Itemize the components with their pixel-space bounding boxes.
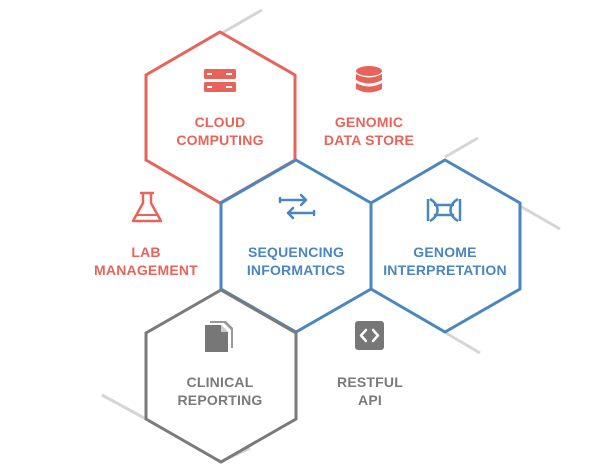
label-line: MANAGEMENT bbox=[94, 262, 198, 278]
decor-line bbox=[101, 393, 147, 421]
decor-line bbox=[221, 8, 263, 35]
label-lab-management: LAB MANAGEMENT bbox=[61, 243, 231, 279]
label-line: INFORMATICS bbox=[246, 262, 346, 278]
label-restful-api: RESTFUL API bbox=[285, 373, 455, 409]
label-line: GENOME bbox=[413, 244, 477, 260]
label-line: LAB bbox=[131, 244, 161, 260]
decor-line bbox=[444, 136, 479, 159]
database-icon bbox=[356, 66, 382, 93]
decor-line bbox=[519, 204, 561, 231]
hexagon-clinical-reporting bbox=[144, 288, 298, 464]
label-genome-interpretation: GENOME INTERPRETATION bbox=[360, 243, 530, 279]
dna-icon bbox=[426, 197, 462, 223]
code-icon bbox=[355, 321, 384, 350]
label-clinical-reporting: CLINICAL REPORTING bbox=[135, 373, 305, 409]
flask-icon bbox=[131, 191, 163, 223]
hexagon-genome-interpretation bbox=[369, 158, 522, 334]
label-line: INTERPRETATION bbox=[383, 262, 507, 278]
label-line: SEQUENCING bbox=[247, 244, 345, 260]
label-line: RESTFUL bbox=[337, 374, 403, 390]
label-cloud-computing: CLOUD COMPUTING bbox=[135, 113, 305, 149]
server-icon bbox=[204, 69, 236, 92]
decor-line bbox=[445, 331, 481, 355]
label-line: CLOUD bbox=[194, 114, 246, 130]
label-line: DATA STORE bbox=[323, 132, 415, 148]
label-line: COMPUTING bbox=[176, 132, 264, 148]
label-line: REPORTING bbox=[177, 392, 263, 408]
files-icon bbox=[205, 321, 233, 352]
label-line: API bbox=[358, 392, 382, 408]
label-sequencing-informatics: SEQUENCING INFORMATICS bbox=[211, 243, 381, 279]
arrows-icon bbox=[278, 193, 316, 220]
label-genomic-data-store: GENOMIC DATA STORE bbox=[284, 113, 454, 149]
label-line: GENOMIC bbox=[334, 114, 404, 130]
label-line: CLINICAL bbox=[186, 374, 254, 390]
